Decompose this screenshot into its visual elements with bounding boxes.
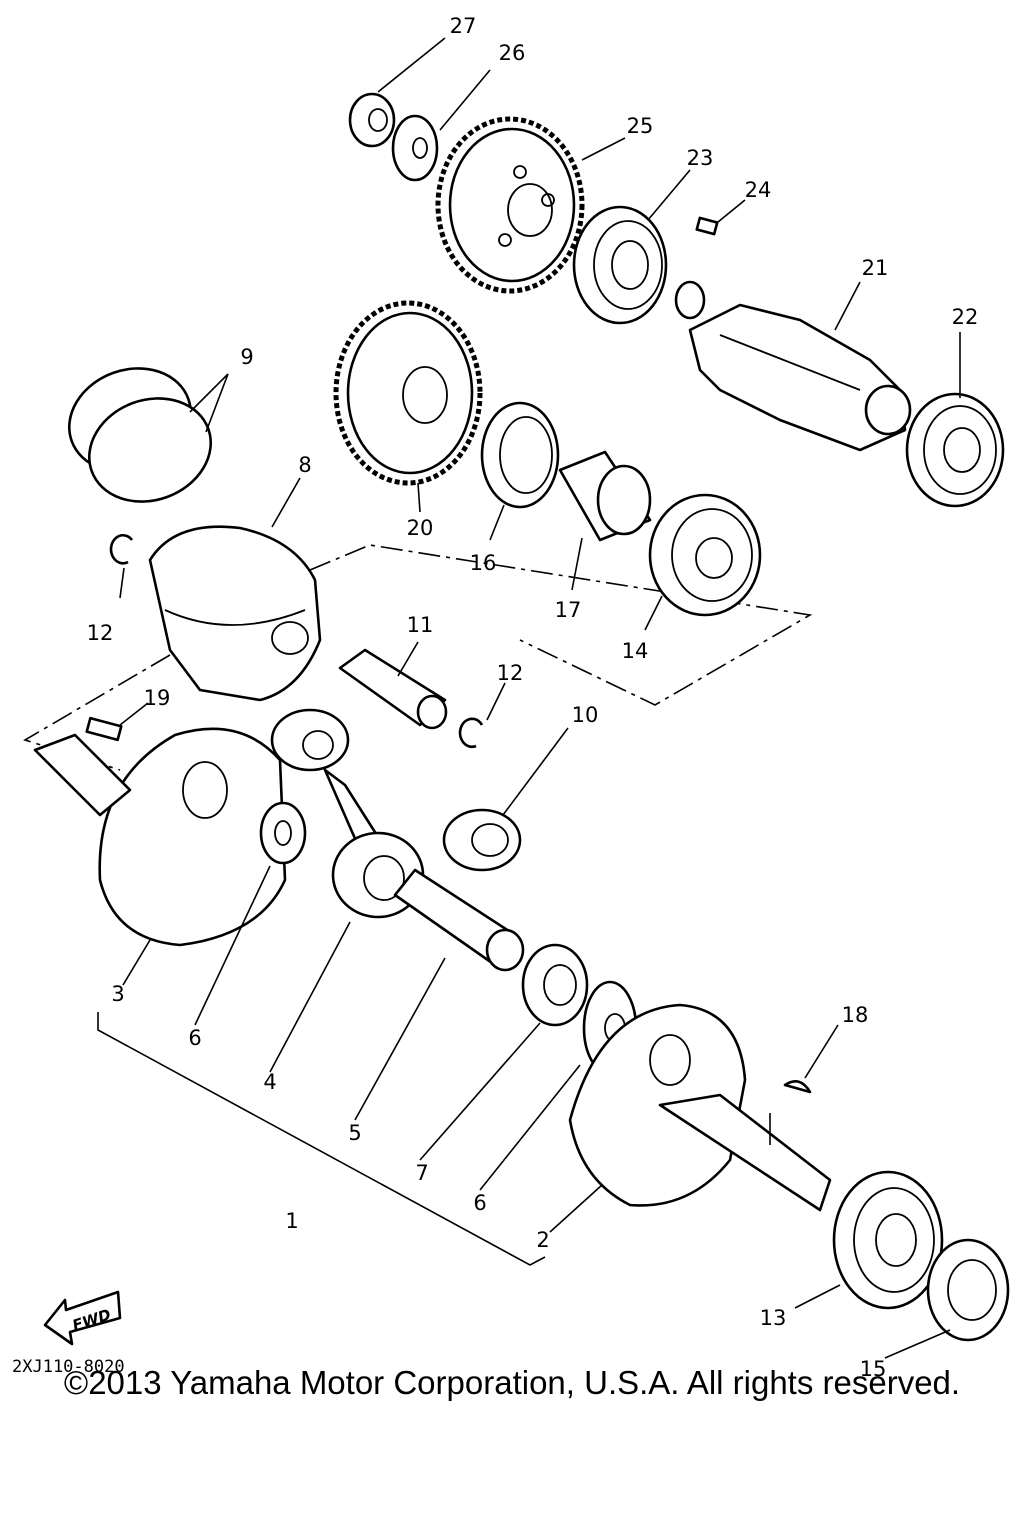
crank-pin-part-5 bbox=[393, 868, 525, 972]
drawing-code: 2XJ110-8020 bbox=[12, 1357, 125, 1377]
callout-13: 13 bbox=[760, 1306, 787, 1330]
callout-22: 22 bbox=[952, 305, 979, 329]
callout-18: 18 bbox=[842, 1003, 869, 1027]
callout-5: 5 bbox=[348, 1121, 361, 1145]
copyright-notice: ©2013 Yamaha Motor Corporation, U.S.A. A… bbox=[63, 1364, 961, 1401]
callout-8: 8 bbox=[298, 453, 311, 477]
callout-25: 25 bbox=[627, 114, 654, 138]
callout-10: 10 bbox=[572, 703, 599, 727]
piston-rings-part-9 bbox=[67, 367, 213, 503]
callout-27: 27 bbox=[450, 14, 477, 38]
key-part-24 bbox=[695, 216, 719, 236]
callout-6a: 6 bbox=[188, 1026, 201, 1050]
callout-11: 11 bbox=[407, 613, 434, 637]
bearing-part-13 bbox=[832, 1170, 944, 1310]
crank-web-part-2 bbox=[568, 1003, 832, 1212]
callout-23: 23 bbox=[687, 146, 714, 170]
callout-24: 24 bbox=[745, 178, 772, 202]
bearing-part-16 bbox=[480, 401, 560, 509]
callout-3: 3 bbox=[111, 982, 124, 1006]
nut-part-27 bbox=[348, 92, 396, 148]
needle-bearing-part-10 bbox=[442, 808, 522, 872]
bearing-part-23 bbox=[572, 205, 668, 325]
needle-bearing-part-7 bbox=[521, 943, 589, 1027]
woodruff-key-part-18 bbox=[783, 1080, 812, 1094]
callout-4: 4 bbox=[263, 1070, 276, 1094]
callout-numbers: 1 2 3 4 5 6 6 7 8 9 10 11 12 12 13 14 15… bbox=[87, 14, 979, 1381]
callout-19: 19 bbox=[144, 686, 171, 710]
piston-part-8 bbox=[148, 525, 322, 702]
callout-12b: 12 bbox=[497, 661, 524, 685]
callout-17: 17 bbox=[555, 598, 582, 622]
key-part-19 bbox=[85, 716, 123, 742]
callout-15: 15 bbox=[860, 1357, 887, 1381]
callout-16: 16 bbox=[470, 551, 497, 575]
lock-washer-part-26 bbox=[391, 114, 439, 182]
spacer-part-17 bbox=[558, 450, 652, 542]
piston-pin-part-11 bbox=[338, 648, 448, 730]
callout-26: 26 bbox=[499, 41, 526, 65]
callout-21: 21 bbox=[862, 256, 889, 280]
thrust-washer-part-6-left bbox=[259, 801, 307, 865]
balancer-shaft-part-21 bbox=[674, 280, 912, 452]
circlip-part-12-left bbox=[109, 533, 134, 565]
crank-web-part-3 bbox=[33, 727, 287, 947]
callout-7: 7 bbox=[415, 1161, 428, 1185]
callout-2: 2 bbox=[536, 1228, 549, 1252]
gear-part-25 bbox=[435, 116, 585, 294]
callout-20: 20 bbox=[407, 516, 434, 540]
gear-part-20 bbox=[333, 300, 483, 486]
bearing-part-14 bbox=[648, 493, 762, 617]
callout-1: 1 bbox=[285, 1209, 298, 1233]
leader-lines bbox=[97, 37, 961, 1359]
callout-6b: 6 bbox=[473, 1191, 486, 1215]
forward-direction-arrow: FWD bbox=[43, 1290, 122, 1346]
circlip-part-12-right bbox=[458, 717, 484, 749]
callout-12a: 12 bbox=[87, 621, 114, 645]
callout-14: 14 bbox=[622, 639, 649, 663]
callout-9: 9 bbox=[240, 345, 253, 369]
oil-seal-part-15 bbox=[926, 1238, 1010, 1342]
bearing-part-22 bbox=[905, 392, 1005, 508]
